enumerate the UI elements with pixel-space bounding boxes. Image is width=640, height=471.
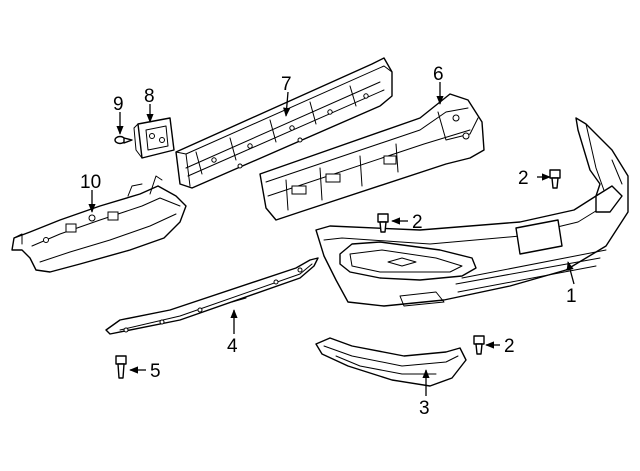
callout-2b: 2 (412, 212, 423, 233)
leader-lines (88, 82, 575, 396)
push-pin-fastener-2a[interactable] (549, 169, 561, 189)
screw-part-9[interactable] (114, 135, 133, 145)
push-pin-fastener-2b[interactable] (377, 213, 389, 233)
callout-1: 1 (566, 286, 577, 307)
callout-9: 9 (113, 94, 124, 115)
callout-2c: 2 (504, 336, 515, 357)
bracket-part-8[interactable] (133, 117, 175, 159)
impact-bar-part-7[interactable] (175, 57, 393, 189)
callout-6: 6 (433, 64, 444, 85)
push-pin-fastener-2c[interactable] (473, 335, 485, 355)
callout-5: 5 (150, 361, 161, 382)
push-pin-fastener-5[interactable] (115, 355, 127, 379)
callout-4: 4 (227, 336, 238, 357)
callout-2a: 2 (518, 168, 529, 189)
bumper-cover-part-1[interactable] (315, 117, 629, 307)
lower-molding-part-3[interactable] (315, 337, 467, 387)
callout-7: 7 (281, 74, 292, 95)
lower-valance-part-4[interactable] (105, 257, 319, 335)
energy-absorber-part-6[interactable] (259, 93, 485, 221)
callout-8: 8 (144, 86, 155, 107)
callout-3: 3 (419, 398, 430, 419)
callout-10: 10 (80, 172, 101, 193)
